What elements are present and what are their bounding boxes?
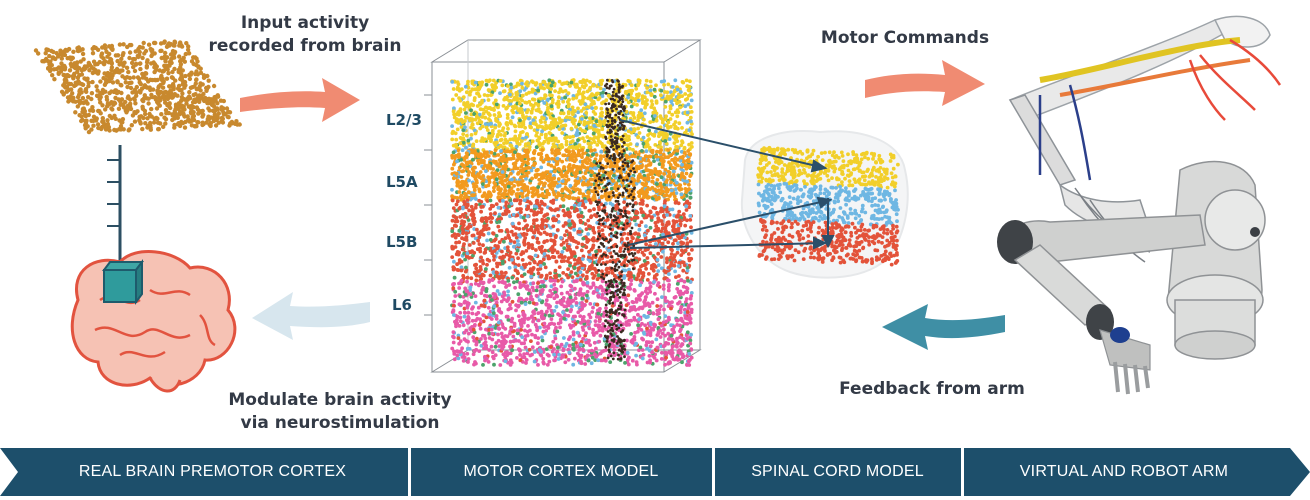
virtual-arm bbox=[1008, 15, 1282, 263]
banner-divider bbox=[408, 448, 411, 496]
electrode-array-icon bbox=[102, 259, 144, 305]
input-activity-caption: Input activity recorded from brain bbox=[200, 12, 410, 58]
modulate-caption-line-1: Modulate brain activity bbox=[228, 390, 452, 410]
cortex-model-neurons bbox=[450, 78, 694, 367]
feedback-arrow bbox=[882, 304, 1005, 350]
feedback-caption: Feedback from arm bbox=[839, 379, 1025, 399]
cortex-model-box bbox=[430, 39, 702, 373]
robot-arm bbox=[997, 160, 1266, 395]
banner-real-brain: REAL BRAIN PREMOTOR CORTEX bbox=[78, 463, 347, 480]
banner-divider bbox=[712, 448, 715, 496]
electrode-lead bbox=[107, 145, 122, 262]
section-banner: REAL BRAIN PREMOTOR CORTEX MOTOR CORTEX … bbox=[0, 448, 1310, 496]
recorded-neuron-cloud bbox=[33, 39, 242, 135]
layer-label-l5a: L5A bbox=[386, 173, 418, 191]
projection-arrows bbox=[619, 119, 835, 250]
banner-spinal-cord: SPINAL CORD MODEL bbox=[751, 463, 924, 480]
banner-shape bbox=[0, 448, 1310, 496]
motor-commands-arrow bbox=[865, 60, 985, 106]
motor-commands-caption: Motor Commands bbox=[820, 28, 990, 48]
banner-virtual-robot-arm: VIRTUAL AND ROBOT ARM bbox=[1019, 463, 1229, 480]
modulate-caption-line-2: via neurostimulation bbox=[240, 413, 440, 433]
diagram-canvas bbox=[33, 15, 1282, 395]
brain-icon bbox=[70, 250, 237, 393]
layer-label-l6: L6 bbox=[392, 296, 412, 314]
layer-label-l23: L2/3 bbox=[386, 111, 422, 129]
input-caption-line-2: recorded from brain bbox=[208, 36, 402, 56]
modulate-caption: Modulate brain activity via neurostimula… bbox=[205, 389, 475, 435]
banner-motor-cortex: MOTOR CORTEX MODEL bbox=[463, 463, 659, 480]
cortex-axis-ticks bbox=[424, 94, 432, 316]
banner-divider bbox=[961, 448, 964, 496]
modulate-arrow bbox=[252, 292, 370, 340]
input-arrow bbox=[240, 78, 360, 122]
input-caption-line-1: Input activity bbox=[240, 13, 370, 33]
layer-label-l5b: L5B bbox=[386, 233, 418, 251]
